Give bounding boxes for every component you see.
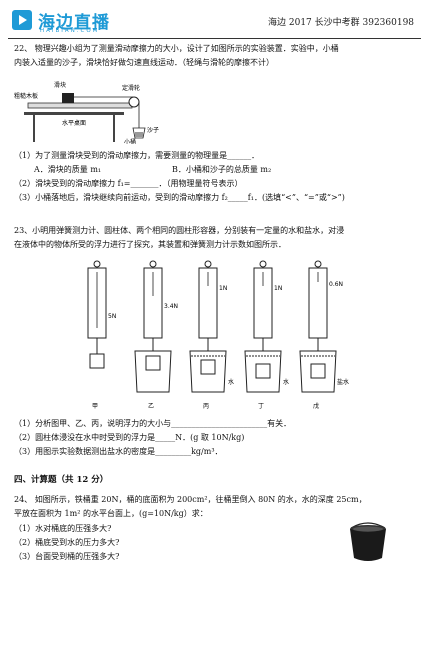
header-group-info: 海边 2017 长沙中考群 392360198 [268,18,415,28]
q24-line1: 24、 如图所示，铁桶重 20N，桶的底面积为 200cm²，往桶里倒入 80N… [14,495,367,504]
sand [135,132,143,137]
q22-option-b: B．小桶和沙子的总质量 m₂ [172,165,272,174]
slider-block [62,93,74,103]
scale-ding: 1N 水 [244,260,289,393]
q24-sub1: （1）水对桶底的压强多大? [14,524,112,533]
label-table: 水平桌面 [62,119,86,127]
reading-bing: 1N [219,285,227,292]
reading-yi: 3.4N [164,303,178,310]
label-bucket: 小桶 [124,138,136,144]
q22-sub3: （3）小桶落地后，滑块继续向前运动，受到的滑动摩擦力 f₂_____f₁．(选填… [14,193,345,202]
liquid-wu: 盐水 [337,378,349,386]
liquid-ding: 水 [283,378,289,386]
caption-bing: 丙 [203,403,209,410]
q23-sub3: （3）用图示实验数据测出盐水的密度是_________kg/m³． [14,447,223,456]
label-rough-board: 粗糙木板 [14,92,38,100]
logo-title: 海边直播 [38,13,110,33]
scale-yi: 3.4N [134,260,178,393]
cylinder-jia [89,353,105,369]
q22-sub1: （1）为了测量滑块受到的滑动摩擦力，需要测量的物理量是______． [14,151,260,160]
header-divider [8,38,421,39]
liquid-bing: 水 [228,378,234,386]
scale-jia: 5N [87,260,116,369]
q22-figure: 粗糙木板 滑块 定滑轮 水平桌面 沙子 小桶 [14,81,159,144]
label-pulley: 定滑轮 [122,84,140,92]
caption-jia: 甲 [92,403,98,410]
q23-sub2: （2）圆柱体浸没在水中时受到的浮力是_____N．(g 取 10N/kg) [14,433,245,442]
q22-option-a: A．滑块的质量 m₁ [34,165,102,174]
q24-sub3: （3）台面受到桶的压强多大? [14,552,120,561]
caption-wu: 戊 [313,402,319,410]
reading-ding: 1N [274,285,282,292]
q23-line2: 在液体中的物体所受的浮力进行了探究，其装置和弹簧测力计示数如图所示． [14,240,286,249]
q23-sub1: （1）分析图甲、乙、丙，说明浮力的大小与____________________… [14,419,292,428]
caption-ding: 丁 [258,403,264,410]
rough-board [27,102,133,109]
fixed-pulley [128,96,140,108]
section4-heading: 四、计算题（共 12 分） [14,475,109,485]
logo-play-icon [12,10,32,30]
q23-figure: 5N 3.4N 1N 水 1N 水 [87,260,349,410]
q22-line1: 22、 物理兴趣小组为了测量滑动摩擦力的大小，设计了如图所示的实验装置．实验中，… [14,44,339,53]
table-top [24,112,124,115]
q22-sub2: （2）滑块受到的滑动摩擦力 f₁=_______．（用物理量符号表示） [14,179,243,188]
q24-sub2: （2）桶底受到水的压力多大? [14,538,120,547]
label-block: 滑块 [54,81,66,89]
reading-wu: 0.6N [329,281,343,288]
beaker-yi [134,350,172,393]
caption-yi: 乙 [148,403,154,410]
scale-bing: 1N 水 [189,260,234,393]
scale-wu: 0.6N 盐水 [299,260,349,393]
q24-line2: 平放在面积为 1m² 的水平台面上，(g=10N/kg）求： [14,509,208,518]
label-sand: 沙子 [147,127,159,134]
q23-line1: 23、小明用弹簧测力计、圆柱体、两个相同的圆柱形容器，分别装有一定量的水和盐水，… [14,226,345,235]
iron-bucket-image [350,522,386,561]
q22-line2: 内装入适量的沙子，滑块恰好做匀速直线运动．（轻绳与滑轮的摩擦不计） [14,58,274,67]
reading-jia: 5N [108,313,116,320]
logo-subtitle: HAIBIAN.COM [40,28,100,34]
